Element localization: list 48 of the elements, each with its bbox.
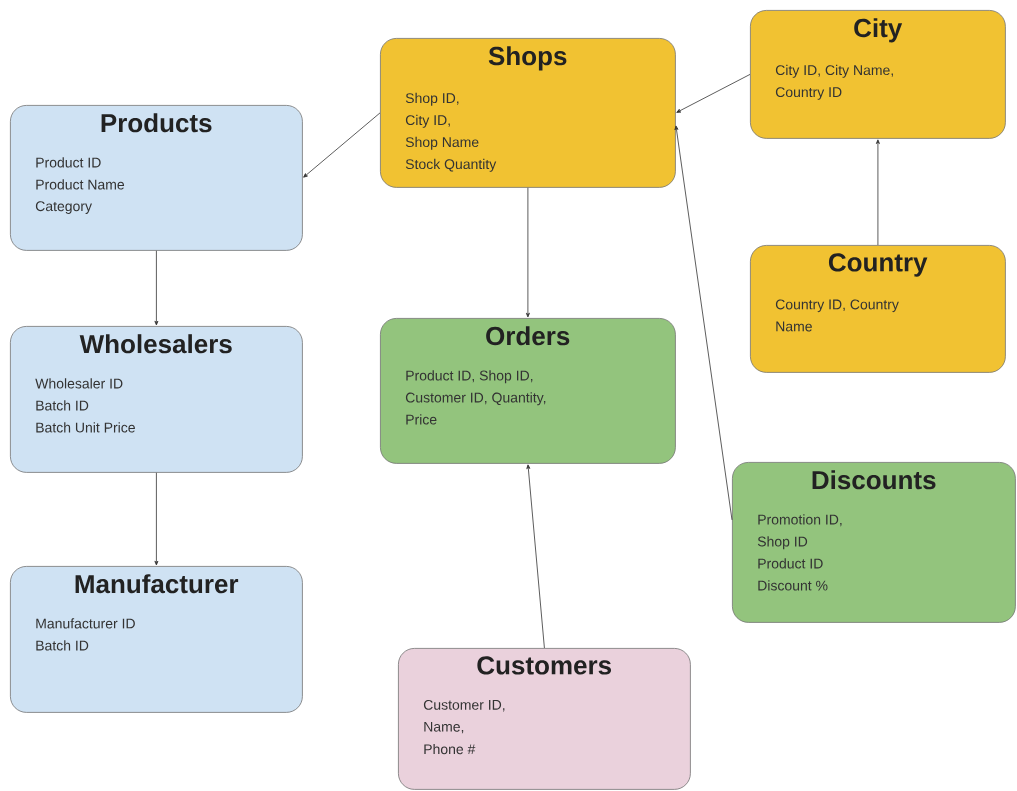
table-box: [750, 245, 1006, 373]
field-text: Country ID, Country Name: [775, 299, 899, 332]
table-heading: Discounts: [812, 470, 936, 490]
table-heading: Products: [101, 113, 212, 133]
field-text: Batch Unit Price: [36, 422, 135, 433]
arrow: [154, 250, 159, 326]
arrow: [676, 74, 751, 113]
field-text: Batch ID: [36, 400, 89, 411]
arrow: [154, 472, 159, 566]
table-box: [750, 10, 1006, 139]
table-box: [10, 326, 303, 473]
arrow: [303, 112, 381, 178]
table-heading: Shops: [488, 46, 567, 71]
arrow: [526, 464, 545, 649]
field-text: Shop ID: [757, 536, 808, 550]
field-text: Shop ID,: [405, 92, 459, 106]
field-text: Phone #: [424, 743, 476, 755]
field-text: Product ID: [36, 157, 101, 168]
table-box: [10, 566, 303, 713]
field-text: Name,: [424, 721, 464, 734]
field-text: Shop Name: [405, 136, 479, 150]
arrow: [674, 125, 733, 521]
field-text: City ID, City Name, Country ID: [775, 64, 893, 100]
table-box: [398, 648, 691, 790]
field-text: Category: [35, 201, 92, 214]
field-text: Product ID: [758, 558, 823, 569]
table-heading: Manufacturer: [75, 574, 239, 594]
table-heading: Customers: [477, 656, 612, 675]
table-box: [732, 462, 1016, 623]
field-text: Wholesaler ID: [35, 378, 123, 389]
field-text: Product Name: [36, 179, 125, 190]
arrow: [875, 139, 880, 246]
table-heading: City: [854, 18, 903, 43]
table-box: [380, 318, 676, 464]
field-text: Manufacturer ID: [36, 618, 135, 629]
field-text: City ID,: [405, 114, 450, 128]
table-box: [380, 38, 676, 188]
table-heading: Orders: [486, 326, 570, 346]
table-heading: Country: [828, 253, 928, 277]
table-box: [10, 105, 303, 251]
arrow: [525, 187, 530, 318]
field-text: Promotion ID,: [758, 514, 842, 527]
field-text: Product ID, Shop ID, Customer ID, Quantity, Price: [405, 370, 546, 425]
field-text: Customer ID,: [423, 699, 505, 712]
field-text: Discount %: [758, 580, 828, 591]
table-heading: Wholesalers: [79, 334, 232, 354]
field-text: Stock Quantity: [405, 158, 497, 172]
field-text: Batch ID: [36, 640, 89, 651]
